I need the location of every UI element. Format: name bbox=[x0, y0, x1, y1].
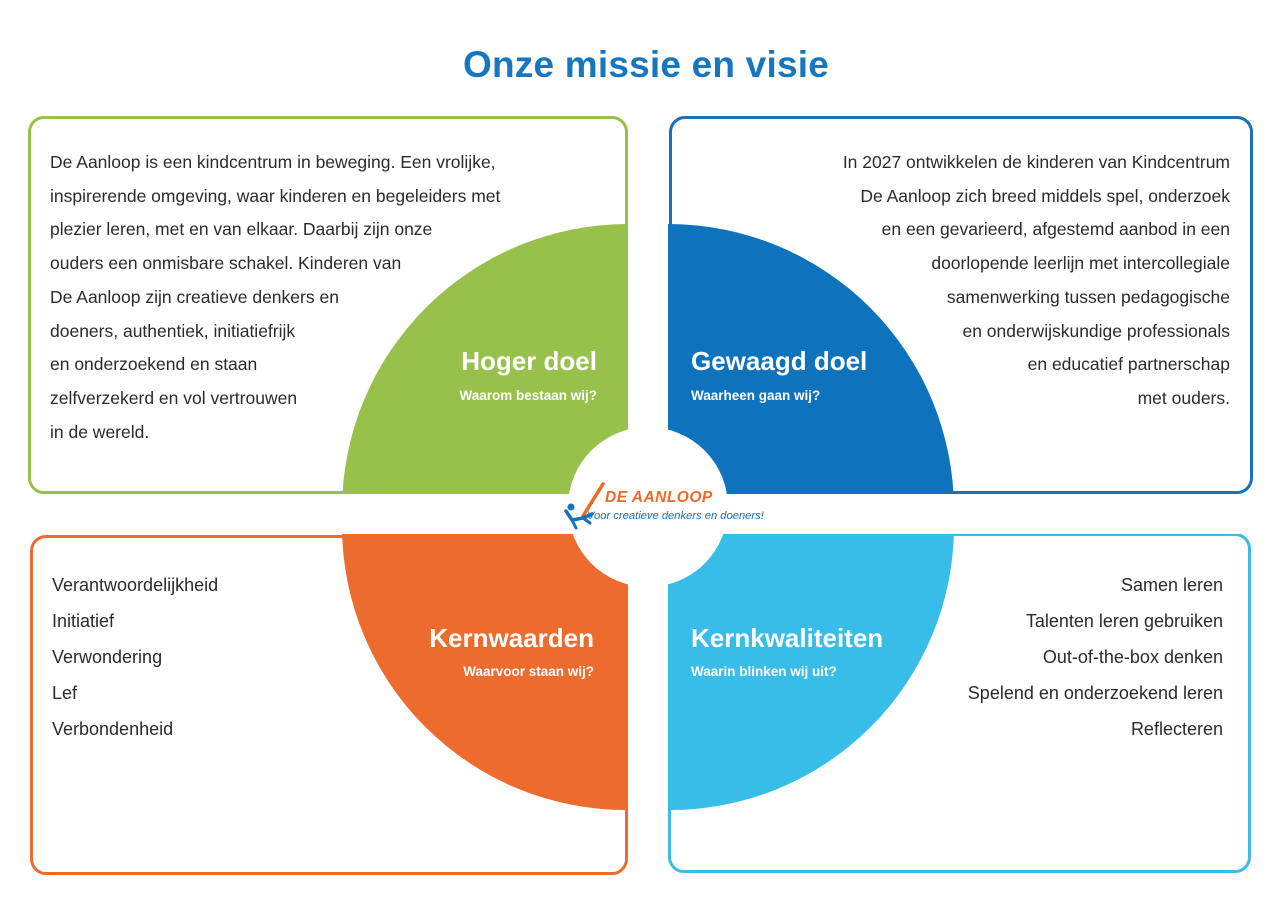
text-line: doeners, authentiek, initiatiefrijk bbox=[50, 320, 296, 341]
quadrant-title-gewaagd-doel: Gewaagd doel bbox=[691, 346, 868, 376]
text-line: De Aanloop zijn creatieve denkers en bbox=[50, 286, 339, 307]
quadrant-title-kernkwaliteiten: Kernkwaliteiten bbox=[691, 623, 884, 653]
list-item: Spelend en onderzoekend leren bbox=[967, 683, 1223, 703]
kernkwaliteiten-list: Samen leren Talenten leren gebruiken Out… bbox=[968, 567, 1223, 747]
quadrant-green bbox=[342, 224, 628, 510]
page-title: Onze missie en visie bbox=[463, 44, 829, 85]
text-line: en een gevarieerd, afgestemd aanbod in e… bbox=[881, 219, 1230, 240]
text-line: De Aanloop is een kindcentrum in bewegin… bbox=[50, 152, 496, 172]
list-item: Initiatief bbox=[52, 611, 115, 631]
quadrant-title-hoger-doel: Hoger doel bbox=[461, 346, 597, 376]
list-item: Lef bbox=[52, 683, 78, 703]
text-line: inspirerende omgeving, waar kinderen en … bbox=[50, 185, 501, 206]
hoger-doel-text: De Aanloop is een kindcentrum in bewegin… bbox=[50, 146, 610, 449]
quadrant-subtitle-hoger-doel: Waarom bestaan wij? bbox=[459, 388, 597, 403]
quadrant-subtitle-gewaagd-doel: Waarheen gaan wij? bbox=[691, 388, 821, 403]
list-item: Talenten leren gebruiken bbox=[1025, 611, 1223, 631]
text-line: met ouders. bbox=[1137, 387, 1230, 408]
gewaagd-doel-text: In 2027 ontwikkelen de kinderen van Kind… bbox=[760, 146, 1230, 416]
quadrant-title-kernwaarden: Kernwaarden bbox=[429, 623, 594, 653]
list-item: Verbondenheid bbox=[52, 719, 174, 739]
logo-figure-icon bbox=[564, 482, 605, 530]
quadrant-subtitle-kernkwaliteiten: Waarin blinken wij uit? bbox=[691, 664, 837, 679]
text-line: doorlopende leerlijn met intercollegiale bbox=[931, 253, 1230, 274]
list-item: Samen leren bbox=[1120, 575, 1223, 595]
text-line: ouders een onmisbare schakel. Kinderen v… bbox=[50, 253, 402, 274]
list-item: Out-of-the-box denken bbox=[1042, 647, 1223, 667]
text-line: De Aanloop zich breed middels spel, onde… bbox=[860, 185, 1230, 206]
text-line: en onderwijskundige professionals bbox=[962, 320, 1230, 341]
center-circle bbox=[568, 427, 728, 587]
list-item: Verantwoordelijkheid bbox=[52, 575, 219, 595]
logo-name: DE AANLOOP bbox=[605, 489, 713, 506]
text-line: en onderzoekend en staan bbox=[50, 354, 258, 375]
list-item: Reflecteren bbox=[1130, 719, 1223, 739]
quadrant-blue bbox=[668, 224, 954, 510]
text-line: en educatief partnerschap bbox=[1027, 354, 1230, 375]
text-line: In 2027 ontwikkelen de kinderen van Kind… bbox=[842, 152, 1230, 172]
text-line: in de wereld. bbox=[50, 421, 150, 442]
text-line: samenwerking tussen pedagogische bbox=[946, 286, 1230, 307]
kernwaarden-list: Verantwoordelijkheid Initiatief Verwonde… bbox=[52, 567, 218, 747]
quadrant-orange bbox=[342, 526, 628, 811]
text-line: plezier leren, met en van elkaar. Daarbi… bbox=[50, 219, 433, 240]
quadrant-subtitle-kernwaarden: Waarvoor staan wij? bbox=[463, 664, 594, 679]
quadrant-cyan bbox=[668, 526, 954, 811]
logo-tagline: Voor creatieve denkers en doeners! bbox=[587, 510, 764, 522]
list-item: Verwondering bbox=[52, 647, 163, 667]
text-line: zelfverzekerd en vol vertrouwen bbox=[50, 387, 298, 408]
